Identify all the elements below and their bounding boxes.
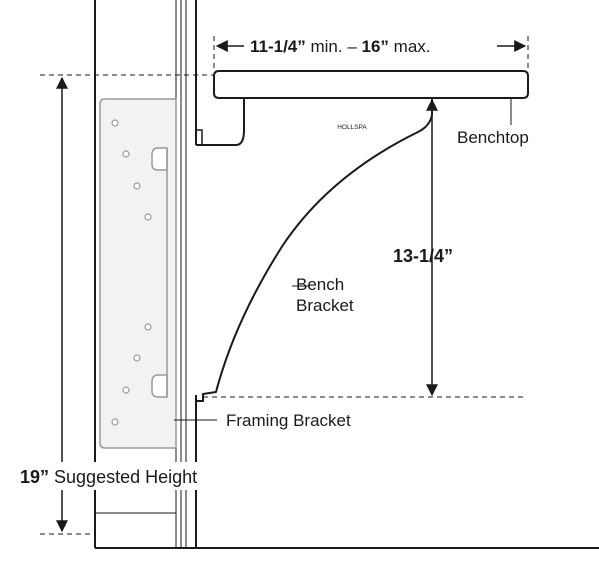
bracket-height-label: 13-1/4” xyxy=(393,246,453,266)
brand-mark: HOLLSPA xyxy=(337,124,367,131)
top-hook-slot xyxy=(151,147,168,171)
suggested-height-label-bg xyxy=(18,462,268,490)
framing-bracket-label: Framing Bracket xyxy=(226,411,351,430)
bracket-top-tab xyxy=(196,129,203,145)
bench-bracket-outline xyxy=(196,97,433,402)
screw-holes xyxy=(111,119,152,426)
bench-bracket-label-line1: Bench xyxy=(296,275,344,294)
framing-bracket-plate xyxy=(99,98,177,449)
bench-bracket-label-line2: Bracket xyxy=(296,296,354,315)
benchtop-label: Benchtop xyxy=(457,128,529,147)
stud-lines xyxy=(95,0,187,548)
benchtop: HOLLSPA xyxy=(213,70,529,131)
benchtop-leader xyxy=(502,97,512,125)
width-dimension-label: 11-1/4” min. – 16” max. xyxy=(250,37,431,56)
suggested-height-label: 19” Suggested Height xyxy=(20,467,197,487)
bottom-hook-slot xyxy=(151,374,168,398)
reference-dashes xyxy=(40,36,529,535)
